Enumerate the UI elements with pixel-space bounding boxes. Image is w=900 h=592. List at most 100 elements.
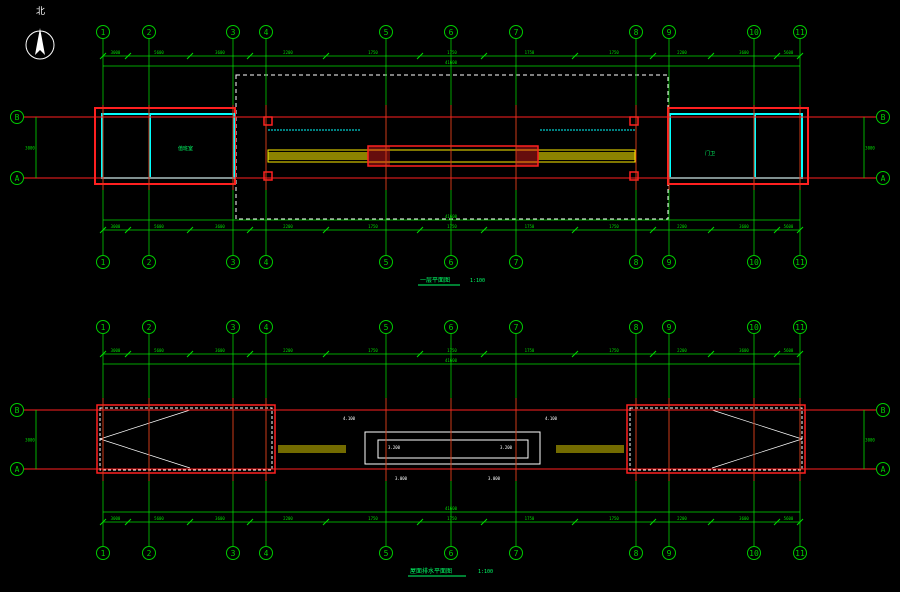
gate-hatch-left bbox=[268, 152, 368, 160]
gate-motor-left bbox=[368, 146, 390, 166]
plan2-dimtick-1-7 bbox=[571, 518, 579, 526]
left-roof-ridge-a bbox=[99, 409, 191, 440]
plan1-dimtick-0-3 bbox=[246, 52, 254, 60]
plan2-axis-top-4-label: 4 bbox=[264, 323, 269, 332]
level-label-3: 3.200 bbox=[388, 445, 401, 450]
plan1-axis-bottom-11-circle bbox=[793, 255, 807, 269]
plan2-axis-top-9-label: 9 bbox=[667, 323, 672, 332]
roof-gate-hatch-left bbox=[278, 445, 346, 453]
plan2-axis-top-2-circle bbox=[142, 320, 156, 334]
plan1-axis-bottom-3-label: 3 bbox=[231, 258, 236, 267]
plan2-dim-seg-0-2: 3600 bbox=[215, 348, 225, 353]
plan1-dim-seg-1-5: 1750 bbox=[447, 224, 457, 229]
plan1-axis-top-10-circle bbox=[747, 25, 761, 39]
plan2-dimtick-1-4 bbox=[322, 518, 330, 526]
plan2-dim-seg-0-3: 2200 bbox=[283, 348, 293, 353]
room-label-left: 值班室 bbox=[178, 145, 193, 152]
plan2-axis-bottom-2-label: 2 bbox=[147, 549, 152, 558]
plan1-dim-seg-1-4: 1750 bbox=[368, 224, 378, 229]
plan2-dim-seg-0-10: 5600 bbox=[784, 348, 794, 353]
roof-drainage-plan: 4.100 4.100 3.200 3.200 3.000 3.000 屋面排水… bbox=[96, 404, 806, 577]
right-roof-outline bbox=[626, 404, 806, 474]
level-label-2: 4.100 bbox=[545, 416, 558, 421]
plan2-dimtick-0-5 bbox=[416, 350, 424, 358]
plan2-axis-top-8-circle bbox=[629, 320, 643, 334]
plan1-row-left-A-circle bbox=[10, 171, 24, 185]
plan2-dim-seg-0-4: 1750 bbox=[368, 348, 378, 353]
plan2-axis-top-7-label: 7 bbox=[514, 323, 519, 332]
plan1-dim-total-0: 41600 bbox=[445, 60, 458, 65]
plan2-dim-seg-1-0: 3000 bbox=[111, 516, 121, 521]
plan1-axis-top-6-circle bbox=[444, 25, 458, 39]
plan1-axis-bottom-7-label: 7 bbox=[514, 258, 519, 267]
plan2-dim-seg-0-8: 2200 bbox=[677, 348, 687, 353]
plan2-axis-top-2-label: 2 bbox=[147, 323, 152, 332]
plan1-dim-seg-0-4: 1750 bbox=[368, 50, 378, 55]
plan1-axis-bottom-2-circle bbox=[142, 255, 156, 269]
plan1-dimtick-1-3 bbox=[246, 226, 254, 234]
plan1-row-right-B-label: B bbox=[881, 113, 886, 122]
plan1-dimtick-0-4 bbox=[322, 52, 330, 60]
plan2-dimtick-1-6 bbox=[480, 518, 488, 526]
plan2-dim-total-0: 41600 bbox=[445, 358, 458, 363]
plan2-row-right-B-label: B bbox=[881, 406, 886, 415]
plan2-axis-top-3-label: 3 bbox=[231, 323, 236, 332]
plan2-dimtick-1-2 bbox=[186, 518, 194, 526]
plan1-dim-seg-1-9: 3600 bbox=[739, 224, 749, 229]
plan2-dim-seg-1-8: 2200 bbox=[677, 516, 687, 521]
plan1-axis-top-11-label: 11 bbox=[795, 28, 805, 37]
plan2-dim-seg-0-0: 3000 bbox=[111, 348, 121, 353]
plan1-dimtick-1-11 bbox=[796, 226, 804, 234]
plan1-axis-bottom-11-label: 11 bbox=[795, 258, 805, 267]
plan1-dim-seg-0-3: 2200 bbox=[283, 50, 293, 55]
plan2-dimtick-1-8 bbox=[649, 518, 657, 526]
plan1-dim-seg-1-2: 3600 bbox=[215, 224, 225, 229]
plan2-dim-seg-0-7: 1750 bbox=[609, 348, 619, 353]
plan2-axis-top-6-circle bbox=[444, 320, 458, 334]
plan2-axis-bottom-1-label: 1 bbox=[101, 549, 106, 558]
plan2-axis-bottom-10-label: 10 bbox=[749, 549, 759, 558]
plan2-dim-seg-1-2: 3600 bbox=[215, 516, 225, 521]
plan2-axis-top-11-circle bbox=[793, 320, 807, 334]
plan2-dimtick-0-2 bbox=[186, 350, 194, 358]
plan1-axis-bottom-5-label: 5 bbox=[384, 258, 389, 267]
plan2-row-left-B-label: B bbox=[15, 406, 20, 415]
plan2-dimtick-0-4 bbox=[322, 350, 330, 358]
plan1-dim-seg-1-8: 2200 bbox=[677, 224, 687, 229]
plan2-dim-seg-0-5: 1750 bbox=[447, 348, 457, 353]
plan1-dimtick-0-8 bbox=[649, 52, 657, 60]
plan2-title: 屋面排水平面图 bbox=[410, 567, 452, 575]
plan2-dim-seg-0-1: 5600 bbox=[154, 348, 164, 353]
plan1-dimtick-0-0 bbox=[99, 52, 107, 60]
gate-hatch-right bbox=[538, 152, 635, 160]
plan1-axis-bottom-1-circle bbox=[96, 255, 110, 269]
plan1-dim-seg-1-7: 1750 bbox=[609, 224, 619, 229]
roof-center-outer bbox=[364, 431, 541, 465]
plan2-dim-seg-1-3: 2200 bbox=[283, 516, 293, 521]
right-building-outline bbox=[667, 107, 809, 185]
plan1-axis-top-3-label: 3 bbox=[231, 28, 236, 37]
plan1-axis-top-3-circle bbox=[226, 25, 240, 39]
plan2-axis-bottom-6-label: 6 bbox=[449, 549, 454, 558]
plan1-dim-seg-0-6: 1750 bbox=[525, 50, 535, 55]
plan2-axis-bottom-6-circle bbox=[444, 546, 458, 560]
plan2-axis-bottom-9-circle bbox=[662, 546, 676, 560]
plan2-axis-top-3-circle bbox=[226, 320, 240, 334]
plan1-axis-bottom-6-circle bbox=[444, 255, 458, 269]
plan1-axis-bottom-6-label: 6 bbox=[449, 258, 454, 267]
plan1-axis-bottom-10-label: 10 bbox=[749, 258, 759, 267]
plan2-dim-seg-0-9: 3600 bbox=[739, 348, 749, 353]
plan1-axis-top-7-label: 7 bbox=[514, 28, 519, 37]
plan1-axis-top-8-circle bbox=[629, 25, 643, 39]
plan2-axis-top-6-label: 6 bbox=[449, 323, 454, 332]
north-label: 北 bbox=[36, 6, 45, 17]
plan2-axis-bottom-2-circle bbox=[142, 546, 156, 560]
plan1-dim-seg-0-9: 3600 bbox=[739, 50, 749, 55]
roof-gate-hatch-right bbox=[556, 445, 624, 453]
plan1-dim-seg-0-8: 2200 bbox=[677, 50, 687, 55]
plan2-row-left-A-circle bbox=[10, 462, 24, 476]
plan1-dimtick-0-6 bbox=[480, 52, 488, 60]
plan1-dimtick-1-2 bbox=[186, 226, 194, 234]
plan2-dimtick-0-8 bbox=[649, 350, 657, 358]
plan2-dimtick-0-3 bbox=[246, 350, 254, 358]
